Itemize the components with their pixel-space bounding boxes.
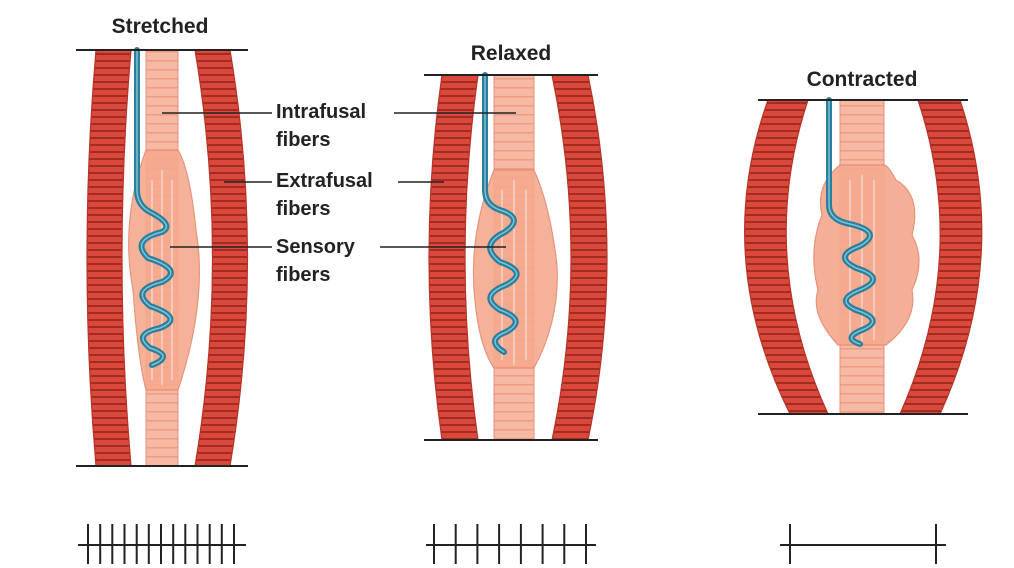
spike-train-relaxed xyxy=(426,524,596,564)
callout-label-line1: Intrafusal xyxy=(276,101,366,123)
extrafusal-fiber-right xyxy=(551,74,608,441)
callout-label-line2: fibers xyxy=(276,198,330,220)
callout-label-line2: fibers xyxy=(276,264,330,286)
panel-stretched: Stretched xyxy=(76,15,249,564)
spike-train-contracted xyxy=(780,524,946,564)
panel-relaxed: Relaxed xyxy=(424,42,608,564)
extrafusal-fiber-left xyxy=(86,49,132,467)
callout-label-line1: Sensory xyxy=(276,236,356,258)
callout-sensory: Sensory fibers xyxy=(170,236,506,286)
panel-title-stretched: Stretched xyxy=(112,15,209,38)
spindle-capsule xyxy=(813,164,920,346)
callout-label-line2: fibers xyxy=(276,129,330,151)
panel-title-relaxed: Relaxed xyxy=(471,42,552,65)
spike-train-stretched xyxy=(78,524,246,564)
callout-intrafusal: Intrafusal fibers xyxy=(162,101,516,151)
panel-contracted: Contracted xyxy=(743,68,983,564)
panel-title-contracted: Contracted xyxy=(807,68,918,91)
callout-label-line1: Extrafusal xyxy=(276,170,373,192)
callout-extrafusal: Extrafusal fibers xyxy=(224,170,444,220)
extrafusal-fiber-left xyxy=(428,74,479,441)
